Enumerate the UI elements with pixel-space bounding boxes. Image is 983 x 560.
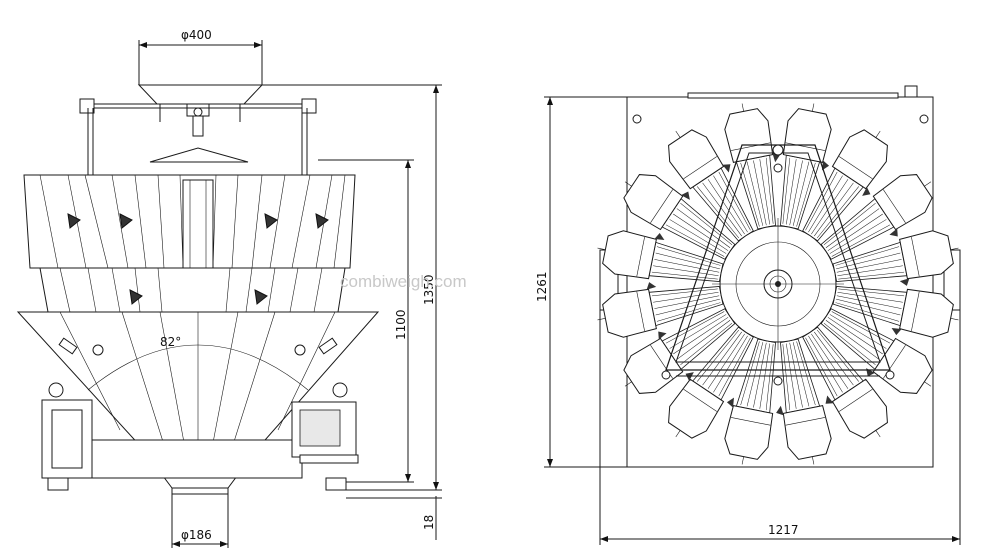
top-frame [79, 98, 317, 175]
top-height-label: 1261 [535, 271, 549, 302]
height-dimensions: 1350 1100 18 [262, 84, 442, 540]
angle-label: 82° [160, 335, 181, 349]
base-frame [41, 382, 359, 491]
radial-bucket [832, 286, 959, 338]
top-height-dimension: 1261 [535, 96, 627, 468]
top-view: 1261 1217 [535, 85, 961, 545]
top-width-dimension: 1217 [599, 310, 961, 545]
top-width-label: 1217 [768, 523, 799, 537]
radial-bucket [780, 103, 832, 230]
radial-bucket [668, 326, 754, 439]
watermark: combiweigh.com [340, 272, 467, 291]
radial-bucket [668, 129, 754, 242]
radial-bucket [623, 308, 736, 394]
radial-bucket [597, 282, 724, 338]
hopper-diameter-label: φ400 [181, 28, 212, 42]
height-total-label: 1350 [422, 274, 436, 305]
top-hopper [137, 40, 264, 163]
foot-height-label: 18 [422, 515, 436, 530]
upper-buckets [23, 174, 356, 276]
front-view: φ400 φ186 82° 1350 11 [16, 28, 442, 548]
hopper-diameter-dimension: φ400 [139, 28, 262, 48]
triangle-frame [661, 144, 895, 386]
lower-buckets [39, 267, 346, 313]
outlet-diameter-label: φ186 [181, 528, 212, 542]
radial-bucket [623, 174, 736, 260]
radial-bucket [832, 230, 959, 286]
height-body-label: 1100 [394, 309, 408, 340]
radial-bucket [802, 326, 888, 439]
outlet-diameter-dimension: φ186 [171, 494, 229, 548]
